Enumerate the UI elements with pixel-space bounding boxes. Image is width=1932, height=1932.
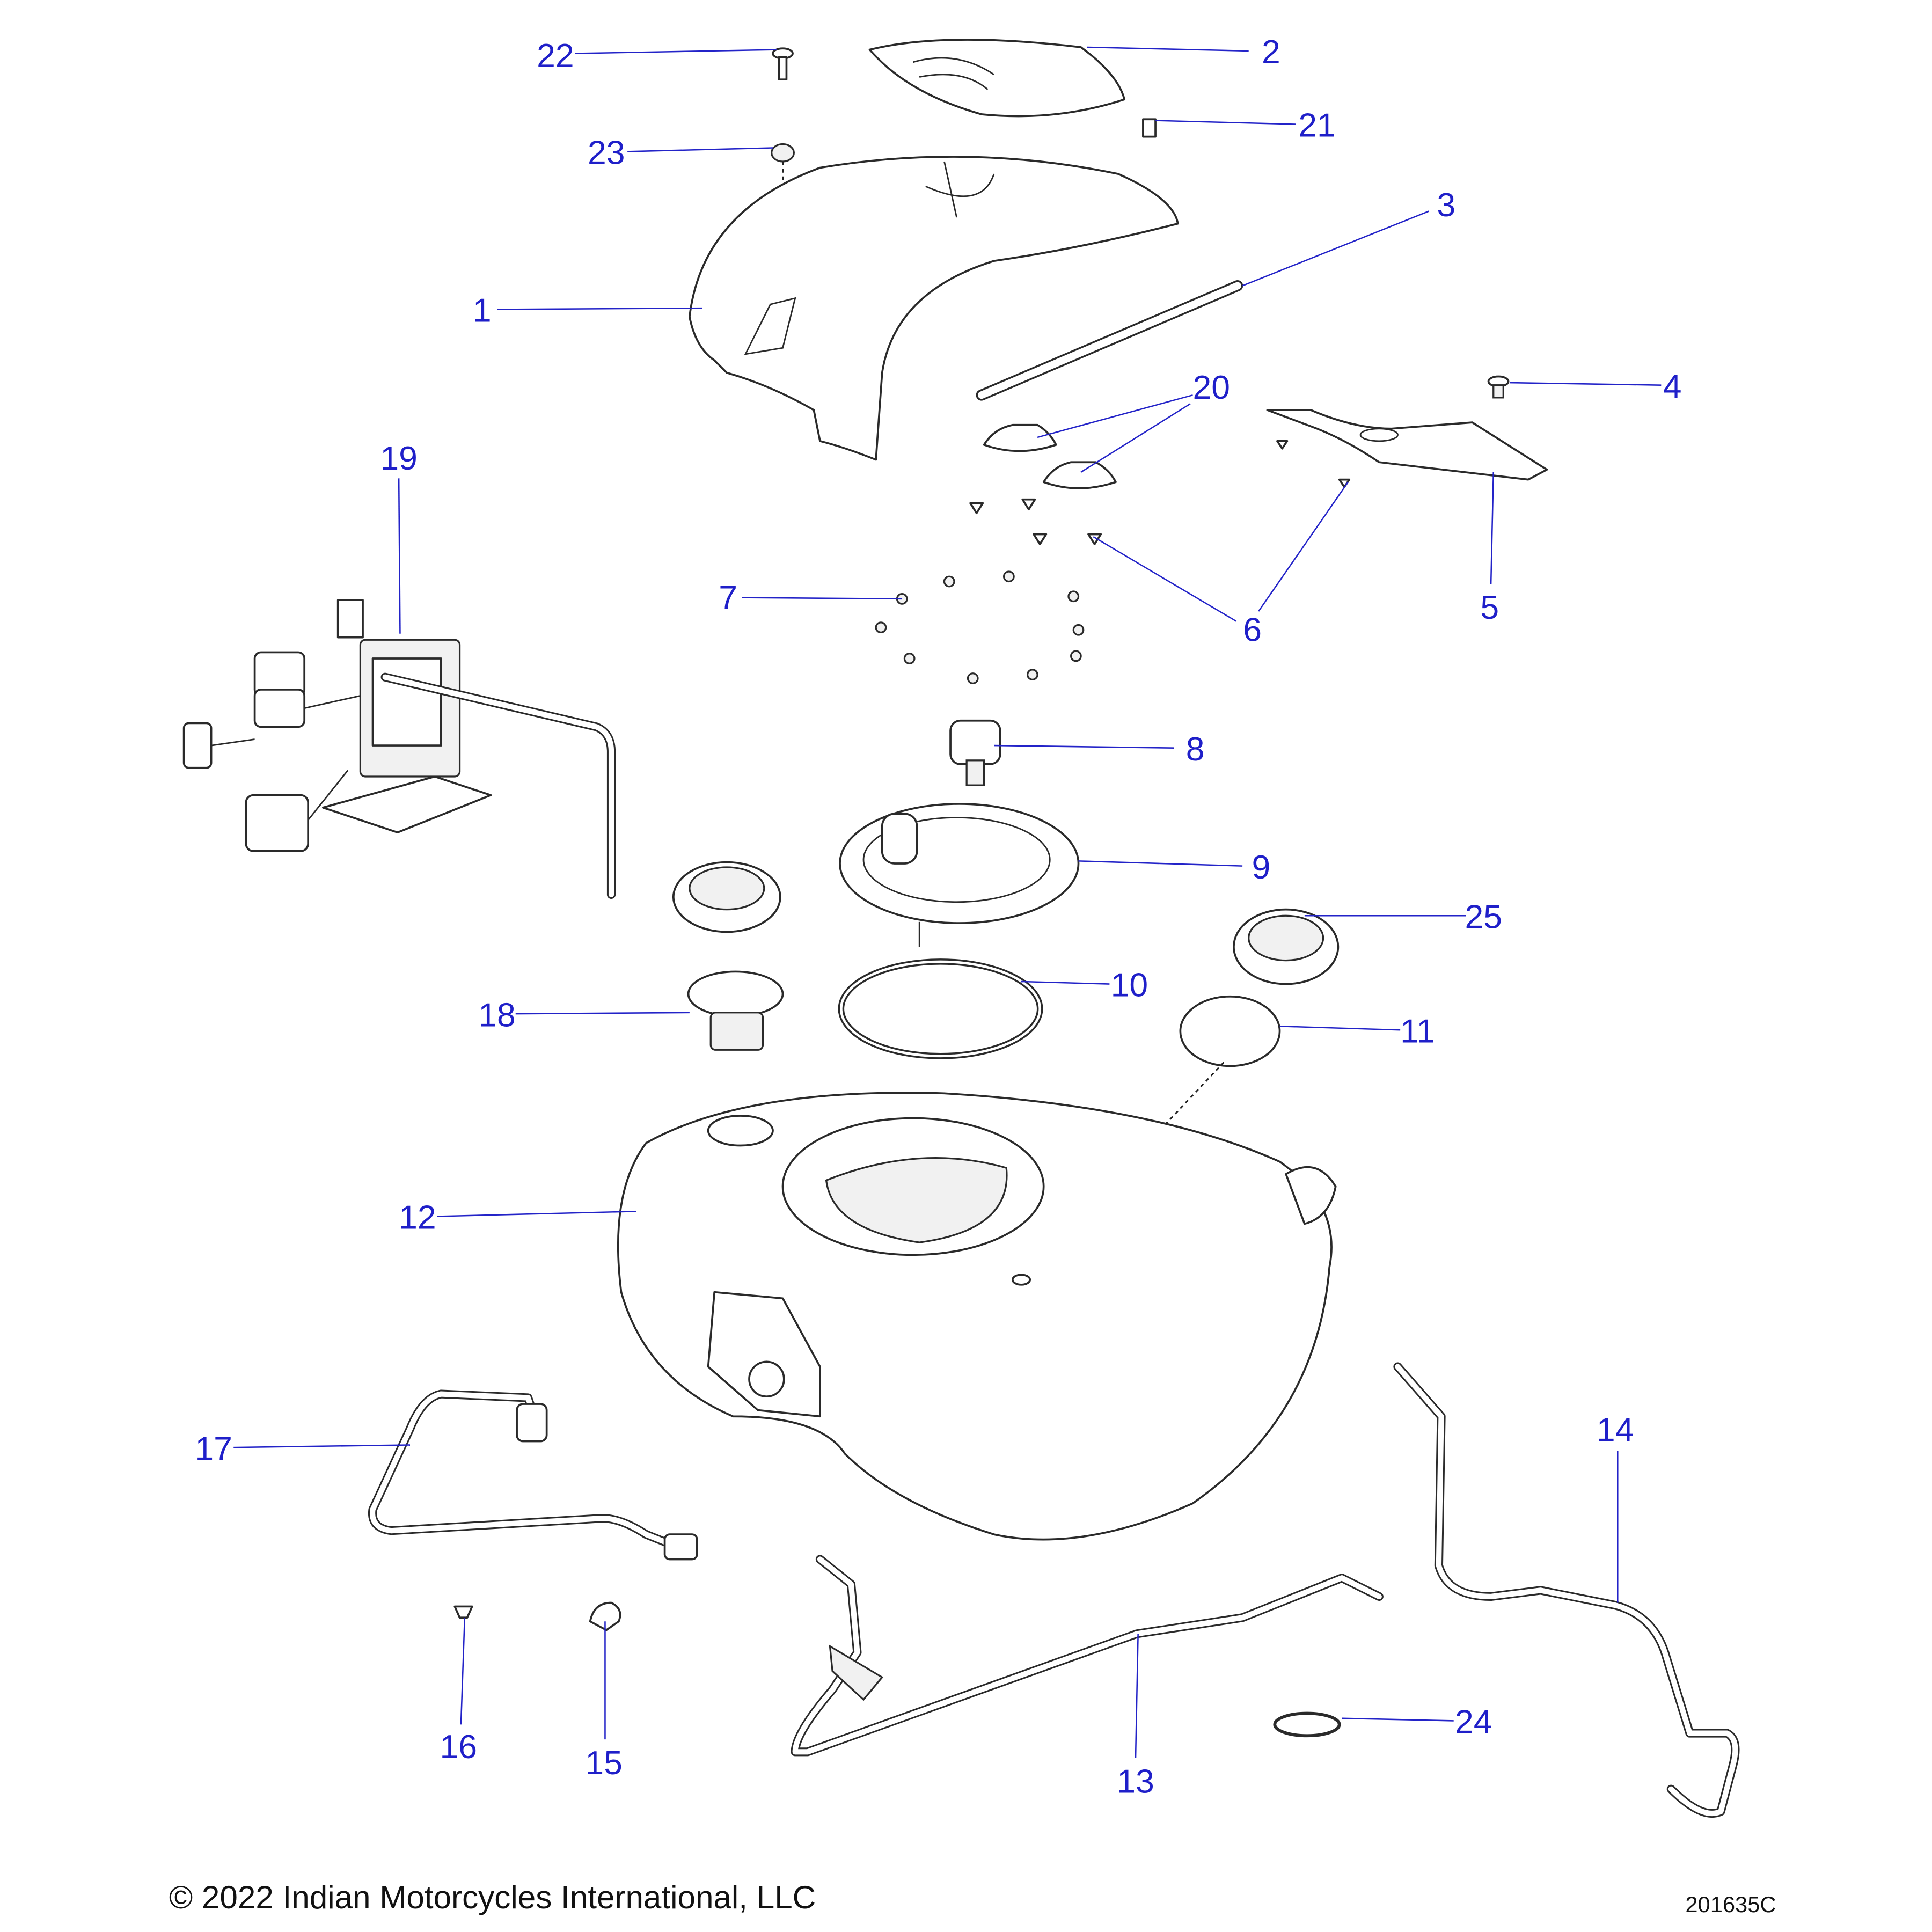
callout-12: 12 (399, 1199, 436, 1236)
part-7-nuts (875, 570, 1085, 684)
callout-5: 5 (1480, 589, 1499, 626)
callout-23: 23 (588, 134, 625, 172)
part-18-fuel-cap (687, 970, 784, 1051)
callout-22: 22 (537, 37, 574, 75)
part-5-bracket (1266, 409, 1548, 481)
callout-13: 13 (1117, 1763, 1154, 1801)
callout-9: 9 (1252, 848, 1270, 886)
callout-18: 18 (478, 996, 516, 1034)
callout-6: 6 (1243, 611, 1262, 649)
callout-7: 7 (719, 579, 737, 616)
part-10-gasket (838, 958, 1043, 1059)
callout-8: 8 (1186, 730, 1205, 768)
callout-19: 19 (380, 440, 418, 477)
callout-17: 17 (195, 1430, 232, 1467)
part-1-console-cover (689, 156, 1179, 461)
part-19-fuel-pump (182, 599, 616, 899)
part-21-pin (1142, 118, 1157, 138)
callout-24: 24 (1455, 1703, 1492, 1741)
part-3-rod (976, 280, 1243, 401)
callout-11: 11 (1400, 1012, 1435, 1050)
callout-3: 3 (1437, 186, 1455, 224)
part-9-flange (839, 803, 1080, 947)
part-2-badge-plate (868, 39, 1126, 118)
callout-2: 2 (1262, 33, 1280, 71)
part-24-hose-clamp (1273, 1711, 1341, 1738)
part-17-hose (368, 1389, 698, 1561)
part-6-screws (969, 440, 1351, 545)
part-14-fuel-line (1393, 1362, 1740, 1818)
drawing-id: 201635C (1685, 1892, 1776, 1917)
part-20-mounts (983, 423, 1117, 489)
part-11-gauge (1179, 995, 1281, 1067)
callout-14: 14 (1597, 1411, 1634, 1449)
part-25-ring (1233, 908, 1340, 985)
callout-16: 16 (440, 1728, 478, 1766)
callout-1: 1 (473, 292, 492, 330)
part-8-valve (949, 719, 1001, 786)
callout-20: 20 (1192, 369, 1230, 406)
ring-left (672, 861, 781, 933)
callout-15: 15 (585, 1744, 623, 1782)
part-13-vent-line (791, 1555, 1384, 1757)
part-4-clip (1487, 375, 1510, 399)
callout-25: 25 (1465, 898, 1502, 935)
part-23-grommet (771, 143, 795, 163)
part-15-clamp (589, 1601, 621, 1631)
callout-4: 4 (1663, 368, 1682, 405)
copyright-notice: © 2022 Indian Motorcycles International,… (169, 1879, 816, 1915)
part-16-screw (453, 1605, 473, 1619)
callout-21: 21 (1298, 107, 1336, 144)
leader-lines (233, 46, 1662, 1758)
callout-10: 10 (1111, 967, 1148, 1004)
part-22-screw (772, 47, 794, 81)
part-12-fuel-tank (617, 1092, 1337, 1541)
callout-labels: 1 2 3 4 5 6 7 8 9 10 11 12 13 14 15 16 1… (195, 33, 1681, 1801)
